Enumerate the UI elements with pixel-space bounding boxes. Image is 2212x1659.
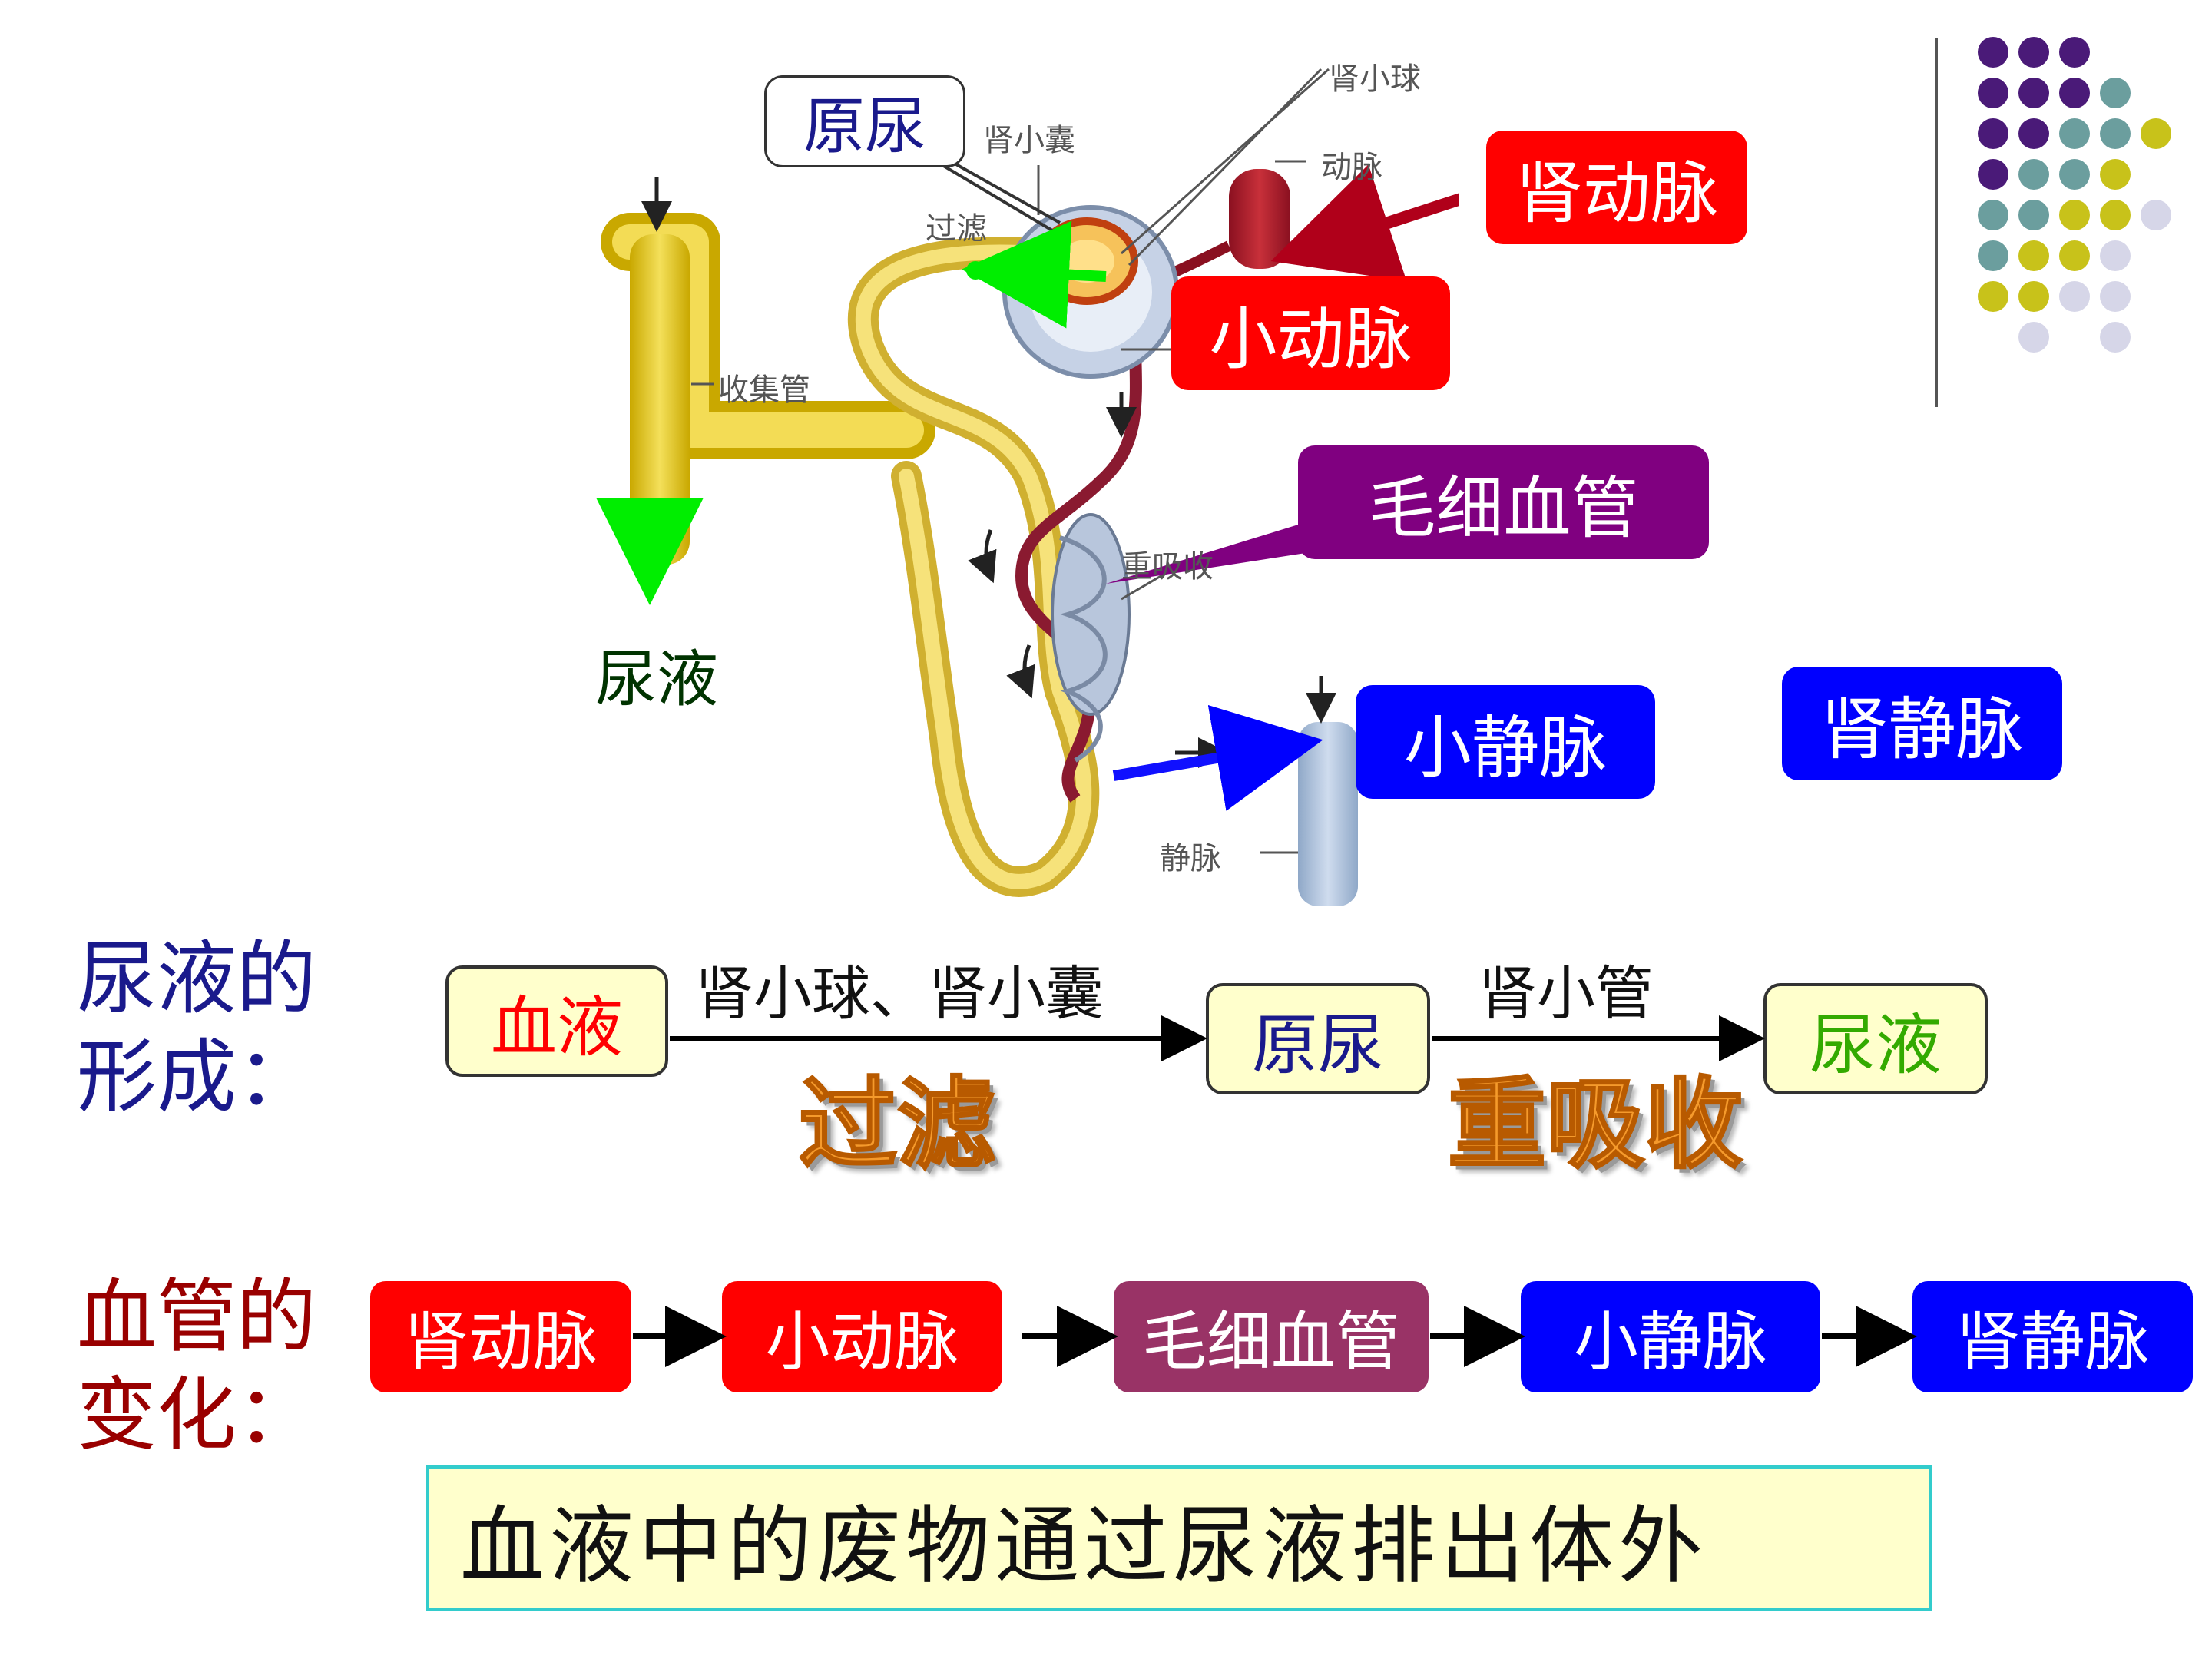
venule-arrow (1112, 704, 1323, 811)
decorative-divider-line (1936, 38, 1938, 407)
callout-xiao-dongmai: 小动脉 (1171, 276, 1450, 390)
decorative-dot (2141, 118, 2171, 149)
decorative-dot (2141, 200, 2171, 230)
flow-box-xueye: 血液 (445, 965, 668, 1077)
decorative-dot (2018, 281, 2049, 312)
decorative-dot (2059, 240, 2090, 271)
decorative-dot (1978, 118, 2008, 149)
label-chongxi-shou: 重吸收 (1121, 549, 1214, 584)
chain-maoxi-xueguan: 毛细血管 (1114, 1281, 1429, 1392)
decorative-dot (1978, 281, 2008, 312)
label-guolv: 过滤 (926, 211, 987, 247)
decorative-dot (1978, 240, 2008, 271)
chain-shen-jingmai: 肾静脉 (1912, 1281, 2193, 1392)
label-shen-xiaonang: 肾小囊 (983, 123, 1075, 158)
decorative-dot (2059, 281, 2090, 312)
chain-xiao-dongmai: 小动脉 (722, 1281, 1002, 1392)
chain-xiao-jingmai: 小静脉 (1521, 1281, 1820, 1392)
decorative-dot (2100, 200, 2131, 230)
decorative-dot (2018, 159, 2049, 190)
decorative-dot (1978, 159, 2008, 190)
process-chongxishou: 重吸收 (1446, 1067, 1743, 1184)
decorative-dot (2100, 322, 2131, 353)
callout-shen-dongmai: 肾动脉 (1486, 131, 1747, 244)
arrow1-label: 肾小球、肾小囊 (695, 959, 1104, 1028)
decorative-dot (2018, 200, 2049, 230)
decorative-dot (2100, 240, 2131, 271)
decorative-dot (2018, 118, 2049, 149)
decorative-dot (2018, 240, 2049, 271)
decorative-dot (2059, 159, 2090, 190)
vessels-heading: 血管的 变化： (77, 1267, 316, 1464)
label-shen-xiaoqiu: 肾小球 (1329, 61, 1421, 97)
flow-box-yuanniao: 原尿 (1206, 983, 1430, 1094)
label-shouji-guan: 收集管 (718, 373, 810, 408)
decorative-dot (2059, 200, 2090, 230)
callout-shen-jingmai: 肾静脉 (1782, 667, 2062, 780)
callout-yuanniao: 原尿 (764, 75, 965, 167)
vessels-heading-line2: 变化： (77, 1368, 317, 1462)
callout-xiao-jingmai: 小静脉 (1356, 685, 1655, 799)
label-dongmai: 动脉 (1321, 150, 1382, 185)
conclusion-box: 血液中的废物通过尿液排出体外 (426, 1465, 1932, 1611)
chain-shen-dongmai: 肾动脉 (370, 1281, 631, 1392)
decorative-dot (2018, 37, 2049, 68)
decorative-dot (1978, 37, 2008, 68)
decorative-dot (2100, 281, 2131, 312)
decorative-dot (2059, 37, 2090, 68)
formation-heading: 尿液的 形成： (77, 929, 316, 1126)
formation-heading-line2: 形成： (77, 1030, 317, 1124)
arrow2-label: 肾小管 (1479, 959, 1654, 1028)
filtration-arrow (962, 220, 1107, 329)
label-jingmai: 静脉 (1160, 841, 1221, 876)
decorative-dot (2100, 118, 2131, 149)
decorative-dot (2018, 322, 2049, 353)
collecting-duct-main (630, 234, 690, 565)
decorative-dot (2018, 78, 2049, 108)
decorative-dot (2100, 159, 2131, 190)
flow-box-niaoye: 尿液 (1763, 983, 1988, 1094)
decorative-dot (2059, 78, 2090, 108)
renal-artery-arrow (1270, 164, 1459, 282)
process-guolv: 过滤 (797, 1067, 996, 1184)
decorative-dot (1978, 78, 2008, 108)
callout-maoxi-xueguan: 毛细血管 (1298, 445, 1709, 559)
nephron-illustration (596, 68, 1459, 906)
conclusion-text: 血液中的废物通过尿液排出体外 (460, 1497, 1707, 1595)
decorative-dot (1978, 200, 2008, 230)
decorative-dot (2059, 118, 2090, 149)
formation-heading-line1: 尿液的 (77, 932, 317, 1025)
decorative-dot (2100, 78, 2131, 108)
vessels-heading-line1: 血管的 (77, 1270, 317, 1363)
callout-niaoye: 尿液 (595, 644, 718, 715)
